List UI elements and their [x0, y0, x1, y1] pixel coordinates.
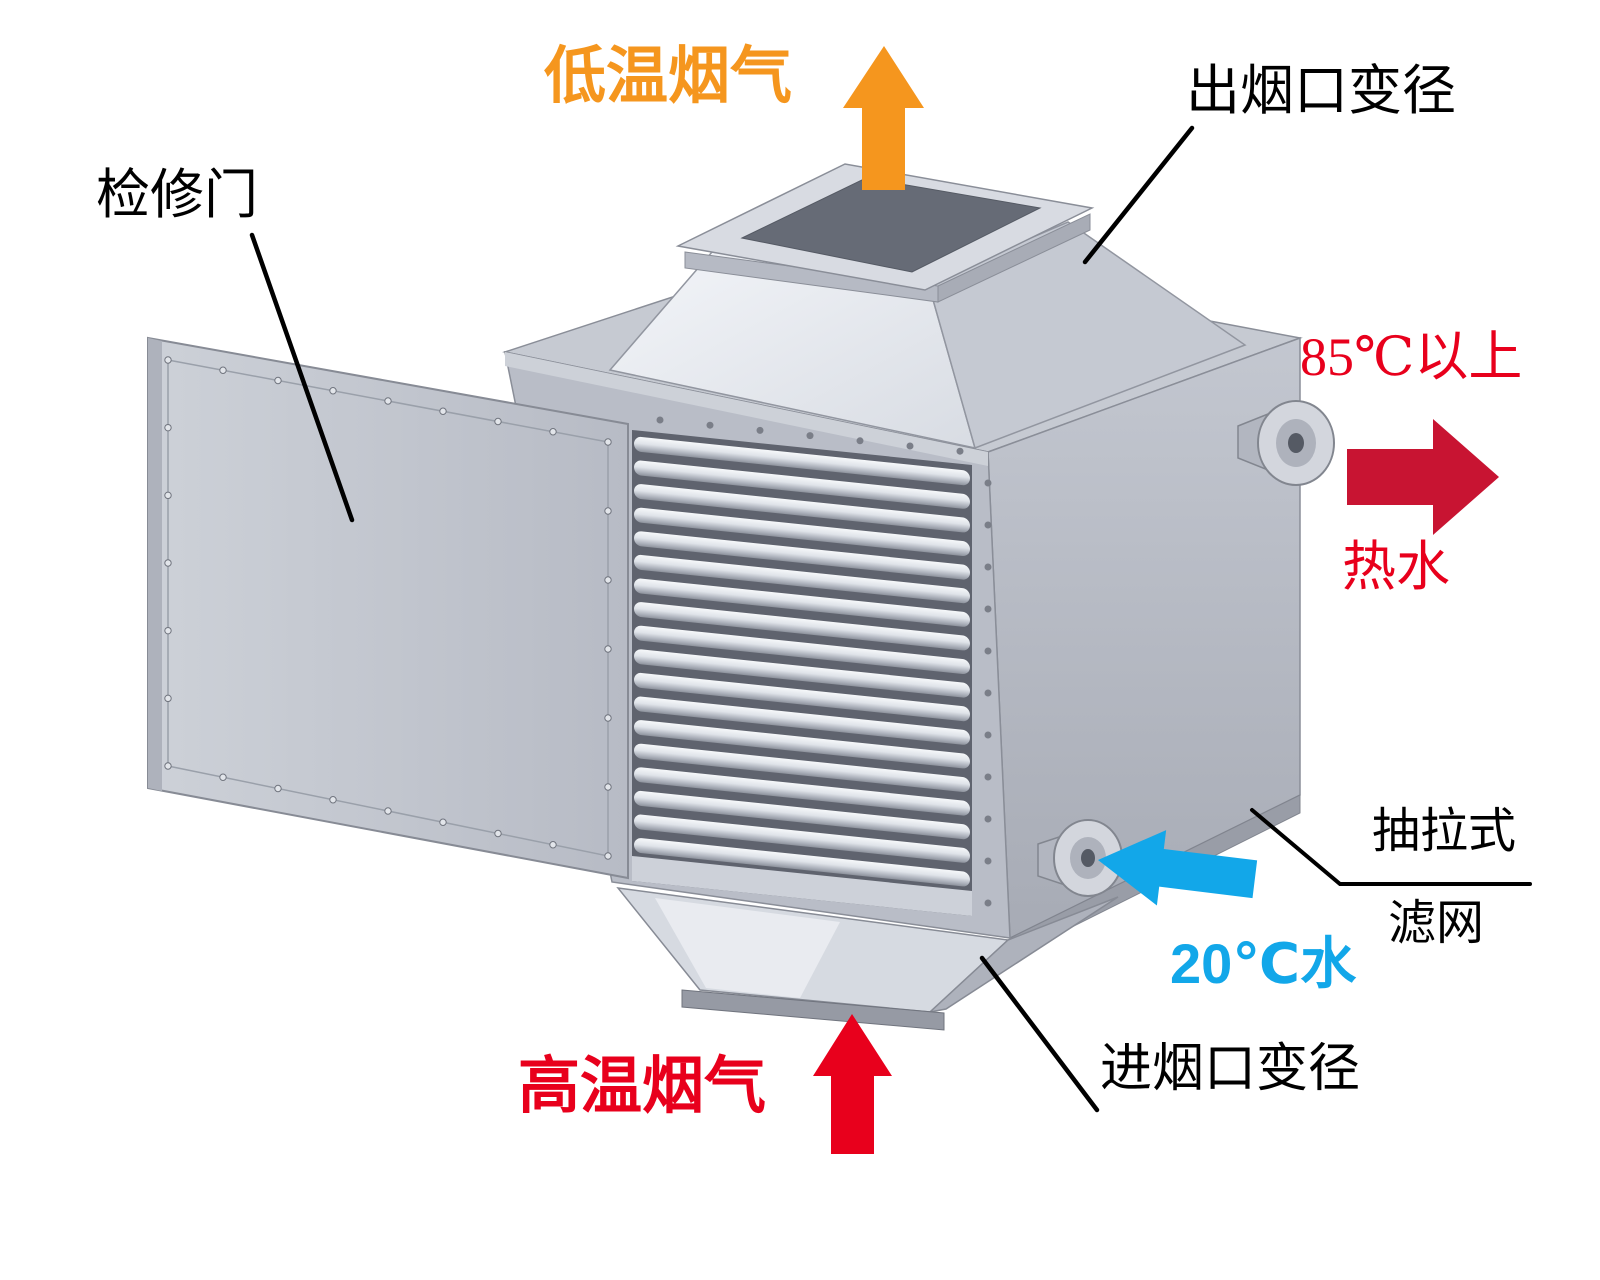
- arrow-left-cold-water: [1098, 830, 1258, 906]
- arrow-right-hot-water: [1347, 419, 1499, 535]
- leader-line-access-door: [249, 232, 355, 523]
- outlet-collar-opening: [740, 177, 1042, 273]
- arrow-up-high-temp-flue-gas: [813, 1014, 892, 1154]
- leader-line-filter-screen: [1250, 808, 1532, 886]
- label-cold-water: 20℃水: [1170, 932, 1357, 995]
- label-low-temp-flue-gas: 低温烟气: [544, 42, 793, 111]
- leader-line-outlet-reducer: [1082, 125, 1195, 265]
- label-outlet-reducer: 出烟口变径: [1186, 61, 1456, 121]
- label-hot-water-temp: 85℃以上: [1300, 327, 1523, 387]
- label-inlet-reducer: 进烟口变径: [1100, 1041, 1361, 1098]
- access-door-panel: [147, 336, 629, 880]
- water-outlet-hole: [1288, 433, 1304, 453]
- hopper-right-panel: [927, 896, 1119, 1014]
- access-door-left-flange: [148, 338, 162, 791]
- label-access-door: 检修门: [96, 165, 258, 225]
- opening-bottom-sheen: [632, 856, 972, 916]
- label-pull-out: 抽拉式: [1372, 805, 1517, 858]
- arrow-up-low-temp-flue-gas: [843, 46, 924, 190]
- door-bolt-holes: [164, 356, 612, 860]
- inlet-flange: [681, 989, 945, 1031]
- hood-right-panel: [927, 221, 1247, 449]
- front-frame-top-rail: [505, 352, 988, 466]
- water-inlet-hole: [1081, 849, 1095, 867]
- heat-exchange-tubes: [634, 436, 970, 887]
- label-hot-water: 热水: [1342, 537, 1450, 597]
- label-filter-screen: 滤网: [1388, 897, 1485, 950]
- label-high-temp-flue-gas: 高温烟气: [518, 1052, 767, 1121]
- hopper-sheen: [655, 898, 840, 998]
- leader-line-inlet-reducer: [979, 955, 1100, 1113]
